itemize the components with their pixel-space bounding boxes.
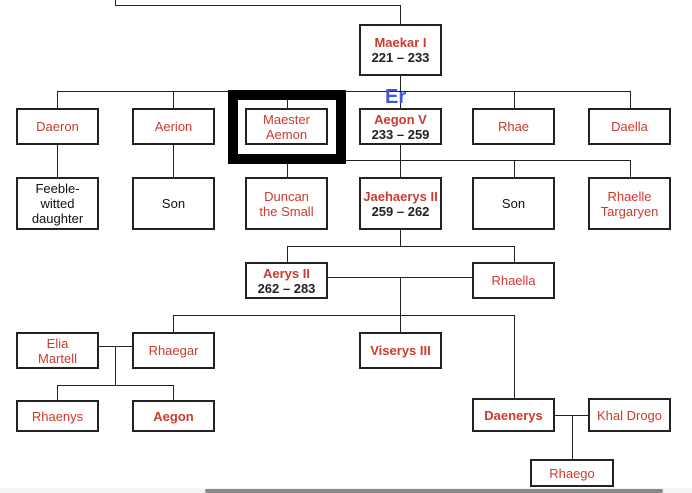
node-daella[interactable]: Daella: [588, 108, 671, 145]
node-dates: 233 – 259: [371, 126, 430, 142]
connector: [173, 91, 174, 108]
node-name: Elia Martell: [38, 335, 78, 366]
connector: [173, 315, 514, 316]
selection-highlight: [228, 90, 346, 164]
node-name: Aerys II: [263, 265, 310, 281]
node-maester-aemon[interactable]: Maester Aemon: [245, 108, 328, 145]
connector: [57, 145, 58, 177]
connector: [400, 76, 401, 108]
horizontal-scrollbar-thumb[interactable]: [205, 489, 663, 493]
connector: [400, 230, 401, 246]
connector: [514, 160, 515, 177]
connector: [173, 315, 174, 332]
node-name: Rhaenys: [31, 408, 84, 424]
node-name: Daella: [611, 119, 648, 134]
node-elia-martell[interactable]: Elia Martell: [16, 332, 99, 369]
node-name: Aegon: [153, 408, 194, 424]
node-dates: 262 – 283: [257, 280, 316, 296]
node-name: Feeble-witted daughter: [31, 181, 84, 226]
node-aegon[interactable]: Aegon: [132, 400, 215, 432]
node-son[interactable]: Son: [132, 177, 215, 230]
node-name: Daeron: [36, 119, 79, 134]
connector: [400, 277, 401, 315]
node-name: Rhaego: [549, 465, 595, 481]
connector: [287, 160, 288, 177]
node-viserys-iii[interactable]: Viserys III: [359, 332, 442, 369]
node-name: Maekar I: [374, 35, 427, 50]
node-aerion[interactable]: Aerion: [132, 108, 215, 145]
connector: [115, 5, 400, 6]
node-name: Viserys III: [370, 343, 431, 358]
connector: [115, 0, 116, 5]
connector: [173, 145, 174, 177]
node-name: Maester Aemon: [263, 111, 310, 142]
connector: [514, 91, 515, 108]
connector: [400, 145, 401, 177]
node-son[interactable]: Son: [472, 177, 555, 230]
node-name: Rhaegar: [148, 343, 199, 358]
connector: [400, 315, 401, 332]
node-dates: 259 – 262: [371, 203, 430, 219]
node-name: Rhae: [497, 119, 530, 134]
connector: [115, 346, 116, 385]
node-name: Duncan the Small: [259, 188, 314, 219]
node-khal-drogo[interactable]: Khal Drogo: [588, 398, 671, 432]
node-name: Son: [501, 196, 526, 211]
connector: [57, 385, 173, 386]
node-rhae[interactable]: Rhae: [472, 108, 555, 145]
connector: [287, 246, 288, 262]
connector: [173, 385, 174, 400]
connector: [57, 91, 58, 108]
connector: [555, 415, 588, 416]
node-name: Aegon V: [374, 111, 427, 127]
node-daenerys[interactable]: Daenerys: [472, 398, 555, 432]
node-name: Son: [161, 196, 186, 211]
node-name: Aerion: [154, 119, 193, 134]
node-name: Rhaella: [491, 273, 536, 288]
overlay-text: Er: [385, 86, 407, 108]
connector: [514, 246, 515, 262]
connector: [630, 91, 631, 108]
node-daeron[interactable]: Daeron: [16, 108, 99, 145]
connector: [630, 160, 631, 177]
node-duncan[interactable]: Duncan the Small: [245, 177, 328, 230]
node-name: Rhaelle Targaryen: [600, 188, 659, 219]
connector: [287, 246, 514, 247]
node-rhaegar[interactable]: Rhaegar: [132, 332, 215, 369]
connector: [287, 160, 630, 161]
node-feeble-witted-daughter[interactable]: Feeble-witted daughter: [16, 177, 99, 230]
node-rhaenys[interactable]: Rhaenys: [16, 400, 99, 432]
connector: [572, 415, 573, 460]
node-name: Jaehaerys II: [363, 188, 438, 204]
node-name: Daenerys: [484, 407, 543, 423]
connector: [400, 5, 401, 24]
node-rhaelle[interactable]: Rhaelle Targaryen: [588, 177, 671, 230]
node-dates: 221 – 233: [371, 50, 430, 65]
node-name: Khal Drogo: [596, 407, 663, 423]
node-rhaella[interactable]: Rhaella: [472, 262, 555, 299]
node-rhaego[interactable]: Rhaego: [530, 459, 614, 487]
connector: [514, 315, 515, 398]
connector: [57, 385, 58, 400]
